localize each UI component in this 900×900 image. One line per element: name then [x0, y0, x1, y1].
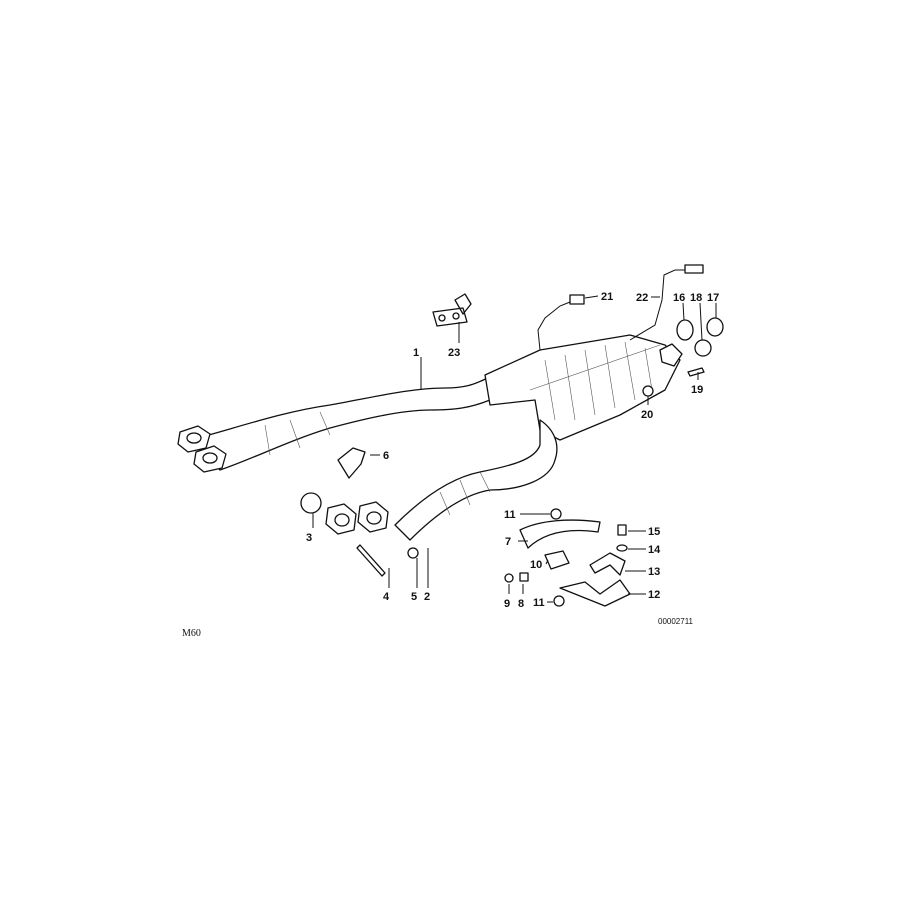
callout-23: 23: [448, 347, 460, 359]
callout-15: 15: [648, 526, 660, 538]
catalytic-converter[interactable]: [484, 334, 683, 441]
callout-4: 4: [383, 591, 390, 603]
front-pipe-2[interactable]: [325, 419, 558, 541]
nut-11[interactable]: [550, 508, 562, 520]
nut-20[interactable]: [642, 385, 654, 397]
callout-13: 13: [648, 566, 660, 578]
front-pipe-1[interactable]: [177, 377, 491, 473]
oxygen-sensor-21[interactable]: [537, 294, 585, 351]
oxygen-sensor-22[interactable]: [629, 264, 704, 341]
bracket-6[interactable]: [337, 447, 366, 479]
nut-5[interactable]: [407, 547, 419, 559]
callout-9: 9: [504, 598, 510, 610]
washer-9[interactable]: [504, 573, 514, 583]
callout-1: 1: [413, 347, 419, 359]
callout-11b: 11: [533, 597, 545, 609]
model-label: M60: [182, 628, 201, 639]
callout-18: 18: [690, 292, 702, 304]
callout-5: 5: [411, 591, 417, 603]
callout-14: 14: [648, 544, 661, 556]
callout-16: 16: [673, 292, 685, 304]
callout-8: 8: [518, 598, 524, 610]
clamp-12[interactable]: [559, 579, 631, 607]
ring-18[interactable]: [694, 339, 712, 357]
bolt-8[interactable]: [519, 572, 529, 582]
callout-3: 3: [306, 532, 312, 544]
bolt-19[interactable]: [687, 367, 705, 377]
bolt-15[interactable]: [617, 524, 627, 536]
callout-10: 10: [530, 559, 542, 571]
clamp-13[interactable]: [589, 552, 626, 576]
callout-21: 21: [601, 291, 613, 303]
nut-11b[interactable]: [553, 595, 565, 607]
rubber-mount-10[interactable]: [544, 550, 570, 570]
callout-7: 7: [505, 536, 511, 548]
gasket-16[interactable]: [676, 319, 694, 341]
callout-19: 19: [691, 384, 703, 396]
callout-2: 2: [424, 591, 430, 603]
bolt-4[interactable]: [356, 544, 386, 577]
callout-22: 22: [636, 292, 648, 304]
callout-17: 17: [707, 292, 719, 304]
washer-14[interactable]: [616, 544, 628, 552]
diagram-reference-number: 00002711: [658, 617, 694, 626]
leader-lines: [312, 295, 717, 603]
callout-6: 6: [383, 450, 389, 462]
bracket-7[interactable]: [519, 519, 601, 549]
ring-17[interactable]: [706, 317, 724, 337]
callout-12: 12: [648, 589, 660, 601]
bracket-23[interactable]: [432, 293, 472, 327]
callout-20: 20: [641, 409, 653, 421]
callout-11: 11: [504, 509, 516, 521]
gasket-3[interactable]: [300, 492, 322, 514]
